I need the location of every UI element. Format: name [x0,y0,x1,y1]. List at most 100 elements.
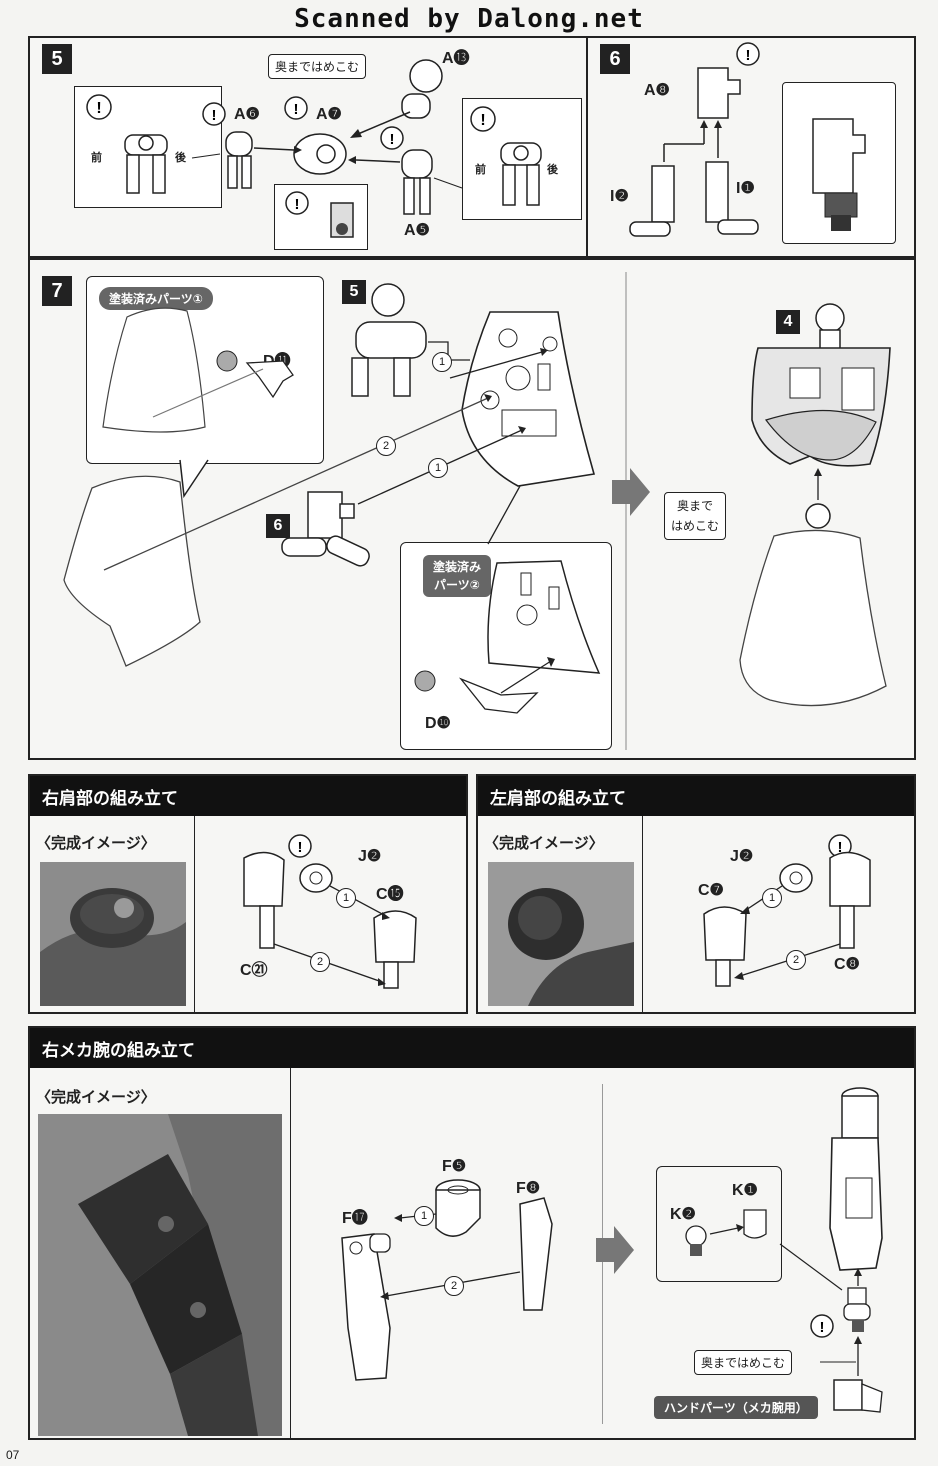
warning-icon: ! [288,834,312,858]
completion-photo [38,1114,282,1436]
callout-line1: 奥まで [677,499,714,513]
watermark: Scanned by Dalong.net [294,4,644,34]
svg-text:!: ! [838,839,843,856]
painted-part-2-label: 塗装済み パーツ② [423,555,492,597]
step-7-assembly-illustration [63,272,891,750]
section-title: 右肩部の組み立て [30,776,466,816]
part-a13-label: A⓭ [442,50,470,67]
hand-parts-inset [656,1166,782,1282]
sequence-2-marker: 2 [786,950,806,970]
right-shoulder-panel: 右肩部の組み立て 〈完成イメージ〉 J❷ C⓯ C㉑ ! 1 2 [28,774,468,1014]
painted-part-1-illustration [102,307,294,433]
section-title: 右メカ腕の組み立て [30,1028,914,1068]
shoulder-photo-illustration [488,862,634,1006]
part-f17-label: F⓱ [342,1210,368,1227]
completion-image-label: 〈完成イメージ〉 [36,1088,156,1106]
painted-part-2-line2: パーツ② [434,578,480,592]
painted-part-2-inset: 塗装済み パーツ② D❿ [400,542,612,750]
right-shoulder-assembly-illustration: ! [243,834,417,989]
step-number: 5 [42,44,72,74]
front-label: 前 [91,151,102,164]
part-c8-label: C❽ [834,956,860,973]
part-orientation-illustration: ! [470,106,542,206]
svg-text:!: ! [96,100,101,117]
painted-part-1-inset: 塗装済みパーツ① D⓫ [86,276,324,464]
sequence-1-marker: 1 [762,888,782,908]
right-mecha-arm-panel: 右メカ腕の組み立て 〈完成イメージ〉 F❺ F❽ F⓱ K❶ K❷ 奥まではめこ… [28,1026,916,1440]
press-fully-callout: 奥まではめこむ [694,1350,793,1375]
sequence-2-marker: 2 [310,952,330,972]
step-6-assembly-illustration: ! [629,42,760,237]
warning-icon: ! [284,96,308,120]
sequence-1-marker: 1 [336,888,356,908]
painted-part-2-line1: 塗装済み [433,560,482,574]
ref-step-4: 4 [776,310,800,334]
orientation-inset-right: ! 前 後 [462,98,582,220]
svg-text:!: ! [390,131,395,148]
callout-line2: はめこむ [671,519,720,533]
column-divider [642,816,643,1012]
svg-text:!: ! [212,107,217,124]
step-number: 6 [600,44,630,74]
section-title: 左肩部の組み立て [478,776,914,816]
step-number: 7 [42,276,72,306]
completion-photo [40,862,186,1006]
painted-part-1-label: 塗装済みパーツ① [99,287,213,310]
part-k1-label: K❶ [732,1182,758,1199]
part-j2-label: J❷ [358,848,382,865]
part-i2-label: I❷ [610,188,629,205]
sequence-1-marker: 1 [414,1206,434,1226]
part-i1-label: I❶ [736,180,755,197]
detail-inset [782,82,896,244]
detail-illustration [812,118,866,231]
part-f5-label: F❺ [442,1158,467,1175]
hand-parts-label: ハンドパーツ（メカ腕用） [654,1396,818,1419]
ref-step-6: 6 [266,514,290,538]
completion-image-label: 〈完成イメージ〉 [36,834,156,852]
part-orientation-illustration: ! [86,94,168,194]
part-c15-label: C⓯ [376,886,404,903]
warning-icon: ! [380,126,404,150]
part-a8-label: A❽ [644,82,670,99]
part-c7-label: C❼ [698,882,724,899]
completion-image-label: 〈完成イメージ〉 [484,834,604,852]
sequence-1-marker: 1 [428,458,448,478]
painted-part-2-illustration [414,560,601,714]
completion-photo [488,862,634,1006]
svg-text:!: ! [298,839,303,856]
column-divider [194,816,195,1012]
part-k2-label: K❷ [670,1206,696,1223]
part-f8-label: F❽ [516,1180,541,1197]
back-label: 後 [175,151,186,164]
part-d10-label: D❿ [425,715,451,732]
part-a7-label: A❼ [316,106,342,123]
part-c21-label: C㉑ [240,962,268,979]
step-6-panel: 6 A❽ I❷ I❶ ! [586,36,916,258]
ref-step-5: 5 [342,280,366,304]
step-5-assembly-illustration: ! ! ! [191,59,463,215]
orientation-inset-left: ! 前 後 [74,86,222,208]
part-a6-label: A❻ [234,106,260,123]
svg-text:!: ! [820,1319,825,1336]
mecha-arm-photo-illustration [38,1114,282,1436]
detail-illustration: ! [285,191,354,238]
left-shoulder-panel: 左肩部の組み立て 〈完成イメージ〉 J❷ C❼ C❽ ! 1 2 [476,774,916,1014]
svg-text:!: ! [480,112,485,129]
part-j2-label: J❷ [730,848,754,865]
press-fully-callout: 奥まで はめこむ [664,492,727,540]
back-label: 後 [547,163,558,176]
page-number: 07 [6,1448,20,1462]
sequence-1-marker: 1 [432,352,452,372]
detail-inset: ! [274,184,368,250]
part-a5-label: A❺ [404,222,430,239]
shoulder-photo-illustration [40,862,186,1006]
svg-text:!: ! [294,101,299,118]
left-shoulder-assembly-illustration: ! [703,834,871,987]
column-divider [290,1068,291,1438]
sequence-2-marker: 2 [376,436,396,456]
svg-text:!: ! [295,196,300,213]
warning-icon: ! [810,1314,834,1338]
step-7-panel: 7 塗装済みパーツ① D⓫ 塗装済み パーツ② D❿ 5 6 4 [28,258,916,760]
mecha-arm-assembly-illustration: ! [341,1087,883,1413]
warning-icon: ! [736,42,760,66]
